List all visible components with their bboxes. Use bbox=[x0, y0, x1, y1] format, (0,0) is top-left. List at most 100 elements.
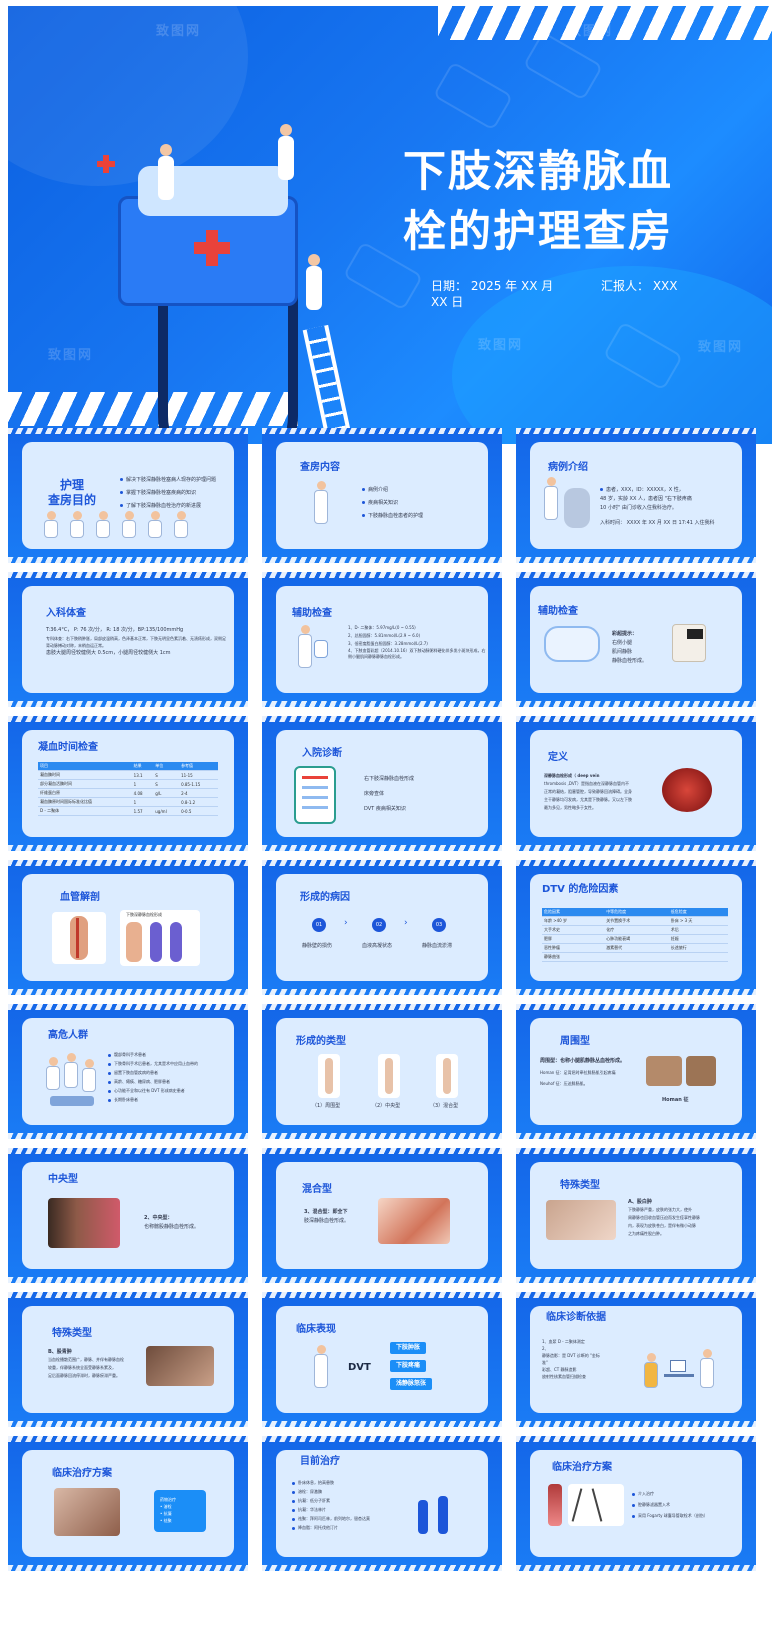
slide-thumbnail[interactable]: 高危人群 髋部骨科手术患者 下肢骨科手术后患者，尤其是术中应用止血带的 留置下肢… bbox=[8, 1004, 248, 1139]
slide-title: 护理 查房目的 bbox=[48, 478, 97, 507]
medical-team-illustration bbox=[42, 1050, 100, 1116]
blue-leg-image bbox=[146, 1346, 214, 1386]
slide-text: 3、混合型：即全下 肢深静脉血栓形成。 bbox=[304, 1209, 350, 1224]
table-header-cell: 中等危险度 bbox=[604, 908, 669, 917]
slide-thumbnail[interactable]: 临床表现 DVT 下肢肿胀 下肢疼痛 浅静脉怒张 bbox=[262, 1292, 502, 1427]
step-label: 静脉壁的损伤 bbox=[302, 943, 333, 949]
hexagon-decor bbox=[432, 61, 514, 131]
slide-text: 患者，XXX，ID：XXXXX，X 性， 48 岁，实龄 XX 人，患者因 "右… bbox=[600, 487, 715, 526]
vein-thrombosis-diagram: 下肢深静脉血栓形成 bbox=[120, 910, 200, 966]
table-cell: 化疗 bbox=[604, 925, 669, 935]
slide-text: 卧床休息，抬高患肢 溶栓：尿激酶 抗凝：低分子肝素 抗凝：华法林片 祛聚：拜阿司… bbox=[292, 1478, 370, 1532]
type-label: （2）中央型 bbox=[372, 1103, 401, 1109]
vena-cava-filter-image bbox=[568, 1484, 624, 1526]
dvt-label: DVT bbox=[348, 1362, 371, 1373]
slide-thumbnail[interactable]: 病例介绍 患者，XXX，ID：XXXXX，X 性， 48 岁，实龄 XX 人，患… bbox=[516, 428, 756, 563]
nurse-figure bbox=[174, 511, 188, 538]
slide-text: 病例介绍 疾病相关知识 下肢静脉血栓患者的护理 bbox=[362, 486, 423, 521]
mri-scanner-illustration bbox=[544, 626, 600, 662]
slide-text: T:36.4°C， P: 76 次/分， R: 18 次/分，BP:135/10… bbox=[46, 627, 226, 656]
table-header-cell: 结果 bbox=[131, 762, 154, 771]
type-label: （1）周围型 bbox=[312, 1103, 341, 1109]
leg-anatomy-image bbox=[52, 912, 106, 964]
doctor-figure bbox=[306, 254, 322, 310]
leg-type-image bbox=[436, 1054, 458, 1098]
slide-thumbnail[interactable]: 目前治疗 卧床休息，抬高患肢 溶栓：尿激酶 抗凝：低分子肝素 抗凝：华法林片 祛… bbox=[262, 1436, 502, 1571]
slide-title: 定义 bbox=[548, 752, 568, 763]
step-circle: 02 bbox=[372, 918, 386, 932]
slide-title: 辅助检查 bbox=[538, 606, 578, 617]
slide-thumbnail[interactable]: 混合型 3、混合型：即全下 肢深静脉血栓形成。 bbox=[262, 1148, 502, 1283]
medical-kit-illustration bbox=[78, 124, 360, 444]
slide-title: 特殊类型 bbox=[52, 1328, 92, 1339]
slide-title: 查房内容 bbox=[300, 462, 340, 473]
checklist-illustration bbox=[294, 766, 336, 824]
homan-sign-photo bbox=[686, 1056, 716, 1086]
table-cell: 13.1 bbox=[131, 770, 154, 780]
slide-text: A、股白肿 下肢静脉严重，皮肤的张力大，使外 周静脉也回收血管压迫而发生痉挛性静… bbox=[628, 1199, 700, 1236]
table-cell: 心肺功能衰竭 bbox=[604, 934, 669, 944]
table-row: 年龄 >40 岁关节置换手术卧床 > 3 天 bbox=[542, 916, 728, 926]
table-cell: 0.8-1.2 bbox=[179, 797, 218, 807]
slide-thumbnail[interactable]: 血管解剖 下肢深静脉血栓形成 bbox=[8, 860, 248, 995]
slide-title: 高危人群 bbox=[48, 1030, 88, 1041]
slide-thumbnail[interactable]: 入科体查 T:36.4°C， P: 76 次/分， R: 18 次/分，BP:1… bbox=[8, 572, 248, 707]
slide-text: 1、D- 二聚体：5.97mg/L(0 ~ 0.55) 2、总胆固醇：5.81m… bbox=[348, 625, 486, 659]
slide-thumbnail[interactable]: 特殊类型 A、股白肿 下肢静脉严重，皮肤的张力大，使外 周静脉也回收血管压迫而发… bbox=[516, 1148, 756, 1283]
slide-title: 病例介绍 bbox=[548, 462, 588, 473]
medical-cross-icon bbox=[97, 155, 115, 173]
slide-text: 1、血浆 D - 二聚体测定 2、 静脉造影：是 DVT 诊断的 "金标 准" … bbox=[542, 1339, 600, 1379]
slide-title: 临床治疗方案 bbox=[52, 1468, 112, 1479]
slide-text: 2、中央型： 也称髂股静脉血栓形成。 bbox=[144, 1215, 200, 1230]
slide-title: 临床表现 bbox=[296, 1324, 336, 1335]
cover-date: 日期： 2025 年 XX 月 XX 日 bbox=[431, 279, 554, 309]
table-header-cell: 项目 bbox=[38, 762, 132, 771]
table-cell: 11-15 bbox=[179, 770, 218, 780]
slide-title: 目前治疗 bbox=[300, 1456, 340, 1467]
table-cell bbox=[153, 797, 180, 807]
table-cell: 1 bbox=[131, 779, 154, 789]
table-cell: S bbox=[153, 770, 180, 780]
clipboard-icon bbox=[314, 640, 328, 658]
slide-thumbnail[interactable]: 定义 深静脉血栓形成（ deep vein thrombosis ,DVT）是指… bbox=[516, 716, 756, 851]
slide-thumbnail[interactable]: 临床治疗方案 药物治疗 • 溶栓 • 抗凝 • 祛聚 bbox=[8, 1436, 248, 1571]
slide-thumbnail[interactable]: 临床诊断依据 1、血浆 D - 二聚体测定 2、 静脉造影：是 DVT 诊断的 … bbox=[516, 1292, 756, 1427]
slide-thumbnail[interactable]: 查房内容 病例介绍 疾病相关知识 下肢静脉血栓患者的护理 bbox=[262, 428, 502, 563]
slide-thumbnail[interactable]: 特殊类型 B、股青肿 当血栓播散范围广，静脉、并伴有静脉血栓 较重，伴静脉系统全… bbox=[8, 1292, 248, 1427]
table-cell: 妊娠 bbox=[668, 934, 728, 944]
doctor-figure bbox=[314, 481, 328, 524]
slide-thumbnail[interactable]: 入院诊断 右下肢深静脉血栓形成 床旁查体 DVT 疾病相关知识 bbox=[262, 716, 502, 851]
table-cell bbox=[668, 952, 728, 962]
slide-thumbnail[interactable]: 辅助检查 彩超提示： 右侧小腿 肌间静脉 静脉血栓形成。 bbox=[516, 572, 756, 707]
table-cell: 恶性肿瘤 bbox=[542, 943, 605, 953]
cover-slide[interactable]: 致图网 致图网 致图网 致图网 致图网 下肢深静脉血 栓的护理查房 日期： 20… bbox=[8, 6, 772, 444]
slide-thumbnail[interactable]: 形成的类型 （1）周围型 （2）中央型 （3）混合型 bbox=[262, 1004, 502, 1139]
slide-text: 右下肢深静脉血栓形成 床旁查体 DVT 疾病相关知识 bbox=[364, 776, 415, 812]
watermark: 致图网 bbox=[48, 348, 94, 363]
cover-stripe-top bbox=[438, 6, 772, 40]
slide-title: 周围型 bbox=[560, 1036, 590, 1047]
slide-thumbnail[interactable]: DTV 的危险因素 危险因素中等危险度低危险度 年龄 >40 岁关节置换手术卧床… bbox=[516, 860, 756, 995]
slide-thumbnail[interactable]: 中央型 2、中央型： 也称髂股静脉血栓形成。 bbox=[8, 1148, 248, 1283]
slide-thumbnail[interactable]: 护理 查房目的 解决下肢深静脉栓塞病人现存的护理问题 掌握下肢深静脉栓塞疾病的知… bbox=[8, 428, 248, 563]
cover-meta: 日期： 2025 年 XX 月 XX 日 汇报人： XXX bbox=[431, 278, 731, 310]
table-cell: 凝血酶时间 bbox=[38, 770, 132, 780]
slide-title: 特殊类型 bbox=[560, 1180, 600, 1191]
slide-thumbnail[interactable]: 临床治疗方案 介入治疗 腔静脉滤器置入术 采用 Fogarty 球囊导管取栓术（… bbox=[516, 1436, 756, 1571]
table-cell: 年龄 >40 岁 bbox=[542, 916, 605, 926]
slide-thumbnail[interactable]: 周围型 周围型：也称小腿肌静脉丛血栓形成。 Homan 征：足背屈时牵拉腓肠肌引… bbox=[516, 1004, 756, 1139]
walking-people-illustration bbox=[412, 1496, 458, 1536]
step-circle: 03 bbox=[432, 918, 446, 932]
cover-title-line2: 栓的护理查房 bbox=[403, 207, 673, 257]
slide-thumbnail[interactable]: 辅助检查 1、D- 二聚体：5.97mg/L(0 ~ 0.55) 2、总胆固醇：… bbox=[262, 572, 502, 707]
slide-thumbnail[interactable]: 形成的病因 01 › 02 › 03 静脉壁的损伤 血液高凝状态 静脉血流淤滞 bbox=[262, 860, 502, 995]
photo-caption: Homan 征 bbox=[662, 1097, 689, 1103]
table-row: 大手术史化疗术后 bbox=[542, 925, 728, 935]
nurse-figure bbox=[44, 511, 58, 538]
doctor-figure bbox=[278, 124, 294, 180]
